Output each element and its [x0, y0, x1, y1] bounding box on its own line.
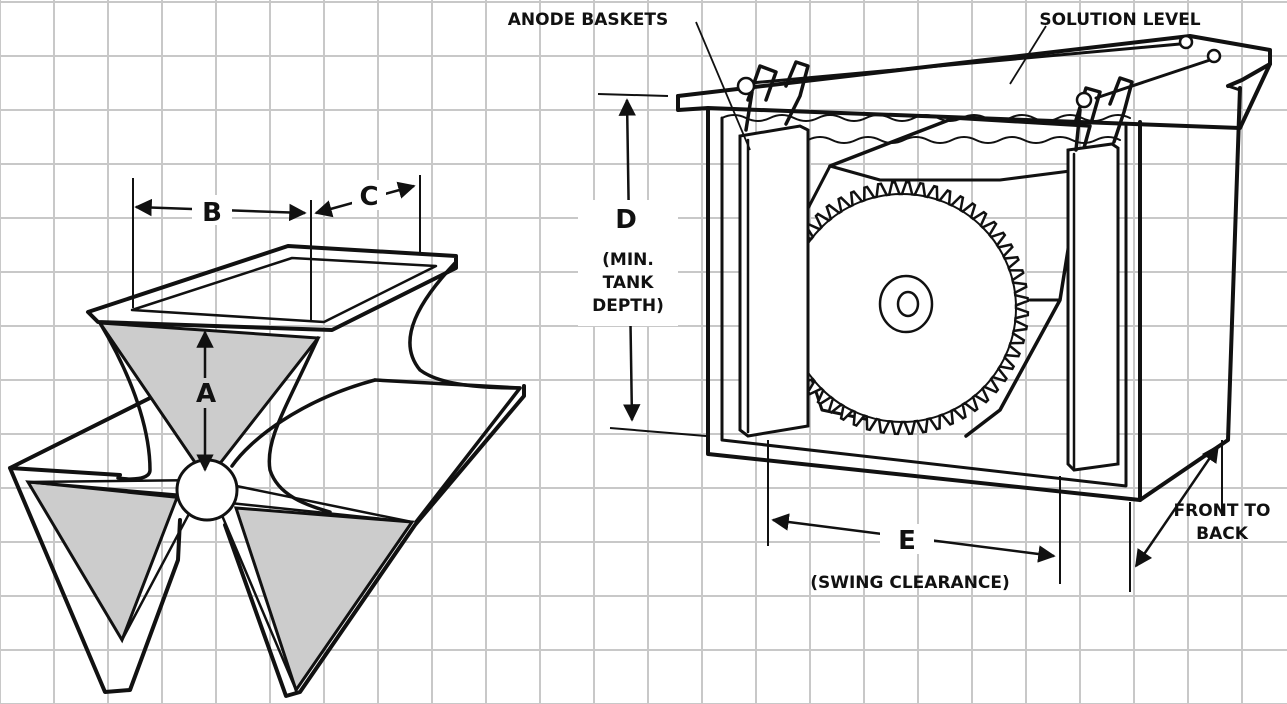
dimension-d-label: D — [615, 205, 637, 235]
barrel-diagram — [8, 175, 526, 698]
barrel-panel-lower-right — [233, 506, 415, 694]
front-to-back-line-2: BACK — [1196, 524, 1249, 544]
dimension-b-label: B — [202, 198, 222, 228]
anode-baskets-label: ANODE BASKETS — [508, 10, 668, 30]
dimension-c-label: C — [359, 182, 378, 212]
solution-level-label: SOLUTION LEVEL — [1039, 10, 1200, 30]
min-tank-depth-line-2: TANK — [603, 273, 655, 293]
dimension-a-label: A — [196, 379, 216, 409]
gear — [774, 180, 1030, 436]
min-tank-depth-line-3: DEPTH) — [592, 296, 664, 316]
front-to-back-line-1: FRONT TO — [1174, 501, 1271, 521]
min-tank-depth-line-1: (MIN. — [602, 250, 654, 270]
dimension-e-label: E — [898, 526, 916, 556]
barrel-panel-lower-left — [25, 480, 181, 644]
anode-basket-left — [736, 60, 810, 438]
anode-basket-right — [1066, 76, 1134, 472]
tank-diagram — [578, 21, 1272, 592]
swing-clearance-label: (SWING CLEARANCE) — [810, 573, 1010, 593]
